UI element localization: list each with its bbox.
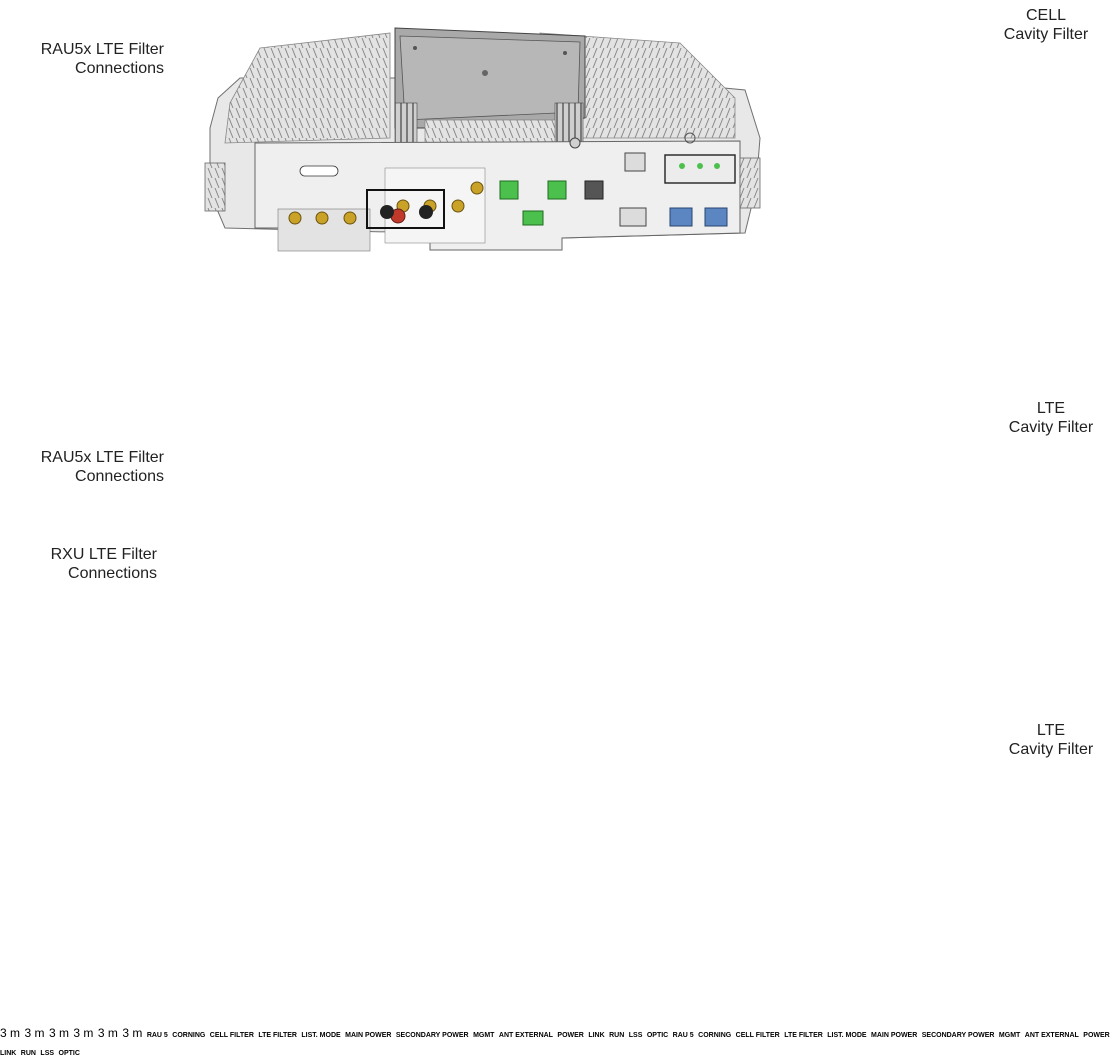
bottom-rxu-callout-leader: 3 m 3 m 3 m 3 m RAU 5 CORNING CELL FILTE… xyxy=(0,7,1110,1059)
top-lte-filter-label: LTE FILTER xyxy=(258,1032,297,1039)
top-cable-lte: 3 m 3 m xyxy=(0,7,1110,1059)
top-list-mode-label: LIST. MODE xyxy=(301,1032,341,1039)
bottom-cable-length-1: 3 m xyxy=(48,1026,69,1040)
bottom-lte-port-2: 3 m 3 m 3 m 3 m RAU 5 CORNING CELL FILTE… xyxy=(0,7,1110,1059)
diagram-canvas xyxy=(204,27,761,252)
top-mgmt-label: MGMT xyxy=(473,1032,495,1039)
bottom-ant-external-label: ANT EXTERNAL xyxy=(1024,1032,1079,1039)
bottom-filter-b-title-line1: LTE xyxy=(1036,722,1066,739)
top-cable-length-1: 3 m xyxy=(0,1026,21,1040)
top-brand-badge: RAU 5 xyxy=(146,1032,168,1039)
bottom-len-bg-3: 3 m 3 m RAU 5 CORNING CELL FILTER LTE FI… xyxy=(0,7,1110,1059)
bottom-optic-label: OPTIC xyxy=(58,1050,80,1057)
bottom-filter-b-title: LTE Cavity Filter xyxy=(990,721,1112,759)
top-cable-cell: 3 m 3 m xyxy=(0,7,1110,1059)
bottom-filter-a-title-line2: Cavity Filter xyxy=(1008,419,1094,436)
bottom-rau-callout-line1: RAU5x LTE Filter xyxy=(40,449,164,466)
bottom-secondary-power-label: SECONDARY POWER xyxy=(921,1032,995,1039)
bottom-cell-filter-label: CELL FILTER xyxy=(735,1032,780,1039)
bottom-len-bg-4: 3 m RAU 5 CORNING CELL FILTER LTE FILTER… xyxy=(0,7,1110,1059)
bottom-cable-length-4: 3 m xyxy=(122,1026,143,1040)
bottom-led-run-label: RUN xyxy=(20,1050,36,1057)
top-rau-callout-line1: RAU5x LTE Filter xyxy=(40,41,164,58)
bottom-cable-rxu-2: 3 m 3 m 3 m 3 m RAU 5 CORNING CELL FILTE… xyxy=(0,7,1110,1059)
top-rau-callout-leader: 3 m 3 m xyxy=(0,7,1110,1059)
bottom-mgmt-label: MGMT xyxy=(998,1032,1021,1039)
top-led-power-label: POWER xyxy=(557,1032,584,1039)
bottom-filter-a-in-port: 3 m 3 m 3 m 3 m RAU 5 CORNING CELL FILTE… xyxy=(0,7,1110,1059)
top-cell-filter-label: CELL FILTER xyxy=(209,1032,254,1039)
bottom-cable-length-2: 3 m xyxy=(73,1026,94,1040)
top-filter-title-line2: Cavity Filter xyxy=(1003,26,1089,43)
bottom-rau-callout: RAU5x LTE Filter Connections xyxy=(0,448,164,486)
bottom-brand-badge: RAU 5 xyxy=(672,1032,694,1039)
bottom-brand: CORNING xyxy=(698,1032,732,1039)
bottom-rxu-port-1: 3 m 3 m 3 m 3 m RAU 5 CORNING CELL FILTE… xyxy=(0,7,1110,1059)
top-led-run-label: RUN xyxy=(609,1032,625,1039)
bottom-rxu-filter-highlight: 3 m 3 m 3 m 3 m RAU 5 CORNING CELL FILTE… xyxy=(0,7,1110,1059)
top-filter-title-line1: CELL xyxy=(1025,7,1067,24)
top-unit-labels: RAU 5 CORNING CELL FILTER LTE FILTER LIS… xyxy=(147,1024,673,1041)
top-brand: CORNING xyxy=(172,1032,206,1039)
top-optic-label: OPTIC xyxy=(646,1032,669,1039)
top-rau-callout: RAU5x LTE Filter Connections xyxy=(0,40,164,78)
top-lte-port xyxy=(419,205,433,219)
top-main-power-label: MAIN POWER xyxy=(345,1032,392,1039)
bottom-list-mode-label: LIST. MODE xyxy=(827,1032,867,1039)
bottom-rxu-callout-line1: RXU LTE Filter xyxy=(50,546,157,563)
watermark-shape-2: 3 m 3 m 3 m 3 m RAU 5 CORNING CELL FILTE… xyxy=(0,7,1110,1059)
top-lss-label: LSS xyxy=(628,1032,643,1039)
bottom-lte-filter-label: LTE FILTER xyxy=(784,1032,823,1039)
bottom-len-bg-1: 3 m 3 m 3 m 3 m RAU 5 CORNING CELL FILTE… xyxy=(0,7,1110,1059)
bottom-lss-label: LSS xyxy=(40,1050,55,1057)
top-filter-title: CELL Cavity Filter xyxy=(980,6,1112,44)
top-filter-in-port: 3 m 3 m xyxy=(0,7,1110,1059)
top-cell-port xyxy=(380,205,394,219)
bottom-len-bg-2: 3 m 3 m 3 m RAU 5 CORNING CELL FILTER LT… xyxy=(0,7,1110,1059)
bottom-filter-a-out-port: 3 m 3 m 3 m 3 m RAU 5 CORNING CELL FILTE… xyxy=(0,7,1110,1059)
bottom-cable-rxu-1: 3 m 3 m 3 m 3 m RAU 5 CORNING CELL FILTE… xyxy=(0,7,1110,1059)
top-filter-out-port: 3 m 3 m xyxy=(0,7,1110,1059)
bottom-cable-lte-2: 3 m 3 m 3 m 3 m RAU 5 CORNING CELL FILTE… xyxy=(0,7,1110,1059)
top-cable-length-2: 3 m xyxy=(24,1026,45,1040)
bottom-lte-port-1: 3 m 3 m 3 m 3 m RAU 5 CORNING CELL FILTE… xyxy=(0,7,1110,1059)
bottom-rxu-port-2: 3 m 3 m 3 m 3 m RAU 5 CORNING CELL FILTE… xyxy=(0,7,1110,1059)
top-secondary-power-label: SECONDARY POWER xyxy=(395,1032,469,1039)
bottom-filter-b-title-line2: Cavity Filter xyxy=(1008,741,1094,758)
top-rau-unit xyxy=(204,27,761,252)
bottom-rau-filter-highlight: 3 m 3 m 3 m 3 m RAU 5 CORNING CELL FILTE… xyxy=(0,7,1110,1059)
bottom-led-power-label: POWER xyxy=(1083,1032,1110,1039)
bottom-main-power-label: MAIN POWER xyxy=(871,1032,918,1039)
bottom-rxu-callout-line2: Connections xyxy=(68,565,157,582)
bottom-filter-b-in-port: 3 m 3 m 3 m 3 m RAU 5 CORNING CELL FILTE… xyxy=(0,7,1110,1059)
bottom-rxu-callout: RXU LTE Filter Connections xyxy=(0,545,157,583)
bottom-cable-lte-1: 3 m 3 m 3 m 3 m RAU 5 CORNING CELL FILTE… xyxy=(0,7,1110,1059)
top-led-link-label: LINK xyxy=(588,1032,605,1039)
top-len-bg-2: 3 m xyxy=(0,7,1110,1059)
bottom-rau-callout-leader: 3 m 3 m 3 m 3 m RAU 5 CORNING CELL FILTE… xyxy=(0,7,1110,1059)
bottom-rau-callout-line2: Connections xyxy=(75,468,164,485)
bottom-filter-a-title: LTE Cavity Filter xyxy=(990,399,1112,437)
bottom-led-link-label: LINK xyxy=(0,1050,17,1057)
top-len-bg-1: 3 m 3 m xyxy=(0,7,1110,1059)
top-ant-external-label: ANT EXTERNAL xyxy=(498,1032,553,1039)
top-rau-callout-line2: Connections xyxy=(75,60,164,77)
watermark-shape: 3 m 3 m 3 m 3 m RAU 5 CORNING CELL FILTE… xyxy=(0,7,1110,1059)
diagram-stage: 3 m 3 m xyxy=(0,7,1110,1057)
bottom-filter-b-out-port: 3 m 3 m 3 m 3 m RAU 5 CORNING CELL FILTE… xyxy=(0,7,1110,1059)
bottom-filter-a-title-line1: LTE xyxy=(1036,400,1066,417)
bottom-cable-length-3: 3 m xyxy=(97,1026,118,1040)
top-rau-filter-highlight xyxy=(366,189,445,229)
